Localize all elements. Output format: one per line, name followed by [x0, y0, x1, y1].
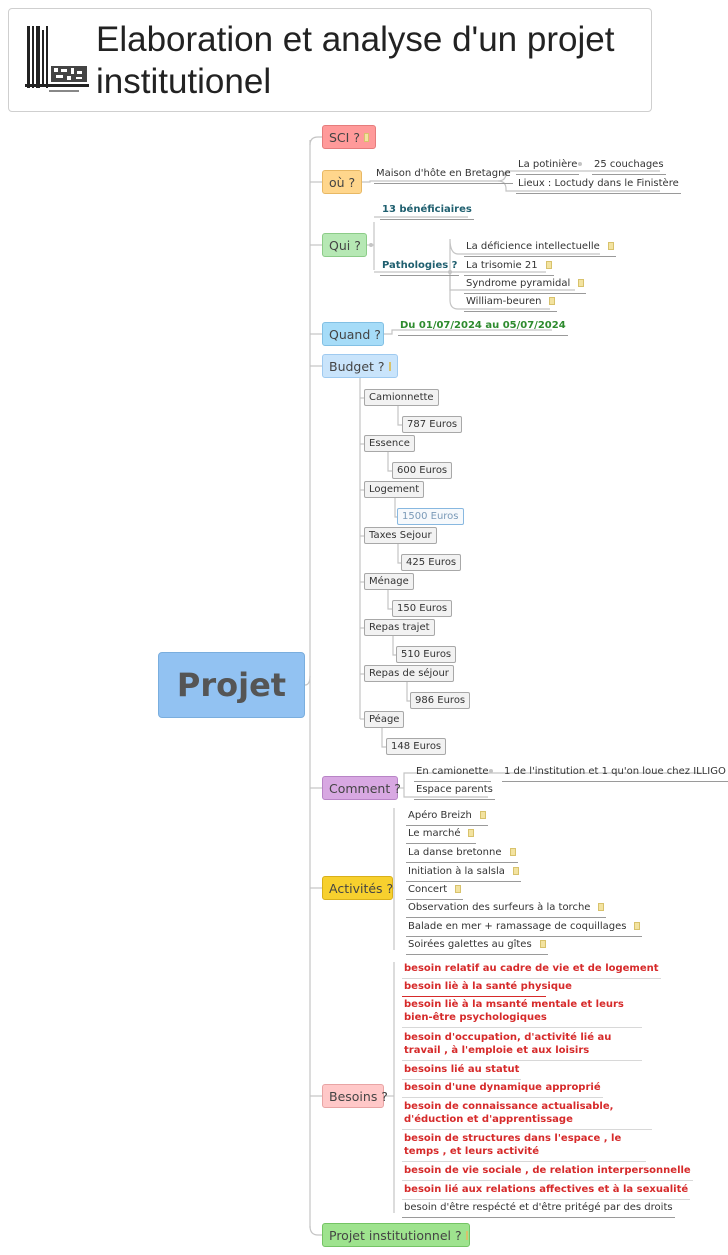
note-icon[interactable]	[468, 829, 475, 837]
besoin-item[interactable]: besoin relatif au cadre de vie et de log…	[402, 962, 661, 979]
besoin-item[interactable]: besoin lié aux relations affectives et à…	[402, 1183, 691, 1200]
note-icon[interactable]	[509, 848, 516, 856]
activite-item[interactable]: Concert	[406, 883, 464, 900]
activite-item[interactable]: Initiation à la salsla	[406, 865, 521, 882]
title-box: Elaboration et analyse d'un projet insti…	[8, 8, 652, 112]
note-icon[interactable]	[512, 867, 519, 875]
page-title: Elaboration et analyse d'un projet insti…	[96, 20, 615, 101]
ou-maison[interactable]: Maison d'hôte en Bretagne	[374, 167, 513, 184]
besoin-item[interactable]: besoin liè à la msanté mentale et leurs …	[402, 998, 642, 1028]
budget-item[interactable]: Repas de séjour	[364, 665, 454, 682]
central-topic[interactable]: Projet	[158, 652, 305, 718]
note-icon[interactable]	[598, 903, 605, 911]
branch-besoins[interactable]: Besoins ?	[322, 1084, 388, 1108]
budget-amount[interactable]: 150 Euros	[392, 600, 453, 617]
qui-pathologies[interactable]: Pathologies ?	[380, 259, 460, 276]
besoin-item[interactable]: besoin de structures dans l'espace , le …	[402, 1132, 646, 1162]
ou-potiniere[interactable]: La potinière	[516, 158, 580, 175]
ou-couchages[interactable]: 25 couchages	[592, 158, 666, 175]
budget-item[interactable]: Logement	[364, 481, 425, 498]
budget-item[interactable]: Taxes Sejour	[364, 527, 437, 544]
comment-espace-parents[interactable]: Espace parents	[414, 783, 495, 800]
activite-item[interactable]: Balade en mer + ramassage de coquillages	[406, 920, 643, 937]
note-icon[interactable]	[388, 361, 391, 371]
branch-ou-label: où ?	[329, 174, 356, 190]
budget-amount[interactable]: 1500 Euros	[397, 508, 464, 525]
activite-item[interactable]: Observation des surfeurs à la torche	[406, 901, 607, 918]
branch-budget-label: Budget ?	[329, 358, 385, 374]
besoin-item[interactable]: besoin liè à la santé physique	[402, 980, 572, 997]
budget-amount[interactable]: 600 Euros	[392, 462, 453, 479]
branch-activites[interactable]: Activités ?	[322, 876, 393, 900]
besoin-item[interactable]: besoin d'être respécté et d'être pritégé…	[402, 1201, 675, 1218]
branch-activites-label: Activités ?	[329, 880, 394, 896]
connector-lines	[304, 136, 702, 1236]
pathologie-item[interactable]: La trisomie 21	[464, 259, 554, 276]
budget-amount[interactable]: 787 Euros	[402, 416, 463, 433]
note-icon[interactable]	[455, 885, 462, 893]
note-icon[interactable]	[363, 132, 369, 142]
branch-qui-label: Qui ?	[329, 237, 361, 253]
branch-qui[interactable]: Qui ?	[322, 233, 367, 257]
activite-item[interactable]: Le marché	[406, 827, 477, 844]
pathologie-item[interactable]: Syndrome pyramidal	[464, 277, 587, 294]
branch-sci-label: SCI ?	[329, 129, 360, 145]
budget-item[interactable]: Essence	[364, 435, 415, 452]
besoin-item[interactable]: besoin d'une dynamique approprié	[402, 1081, 603, 1098]
budget-item[interactable]: Repas trajet	[364, 619, 435, 636]
branch-comment-label: Comment ?	[329, 780, 401, 796]
besoin-item[interactable]: besoin de vie sociale , de relation inte…	[402, 1164, 693, 1181]
note-icon[interactable]	[545, 261, 552, 269]
note-icon[interactable]	[465, 1230, 468, 1240]
branch-quand[interactable]: Quand ?	[322, 322, 384, 346]
qui-beneficiaires[interactable]: 13 bénéficiaires	[380, 203, 474, 220]
branch-besoins-label: Besoins ?	[329, 1088, 388, 1104]
institution-logo	[25, 26, 89, 92]
branch-sci[interactable]: SCI ?	[322, 125, 376, 149]
branch-projet-institutionnel-label: Projet institutionnel ?	[329, 1227, 462, 1243]
note-icon[interactable]	[634, 922, 641, 930]
budget-item[interactable]: Ménage	[364, 573, 414, 590]
budget-amount[interactable]: 148 Euros	[386, 738, 447, 755]
activite-item[interactable]: Soirées galettes au gîtes	[406, 938, 548, 955]
note-icon[interactable]	[479, 811, 486, 819]
besoin-item[interactable]: besoins lié au statut	[402, 1063, 522, 1080]
budget-item[interactable]: Péage	[364, 711, 405, 728]
note-icon[interactable]	[607, 242, 614, 250]
activite-item[interactable]: Apéro Breizh	[406, 809, 488, 826]
pathologie-item[interactable]: La déficience intellectuelle	[464, 240, 616, 257]
budget-item[interactable]: Camionnette	[364, 389, 439, 406]
besoin-item[interactable]: besoin d'occupation, d'activité lié au t…	[402, 1031, 642, 1061]
branch-quand-label: Quand ?	[329, 326, 381, 342]
pathologie-item[interactable]: William-beuren	[464, 295, 558, 312]
ou-lieux[interactable]: Lieux : Loctudy dans le Finistère	[516, 177, 681, 194]
budget-amount[interactable]: 425 Euros	[401, 554, 462, 571]
comment-detail[interactable]: 1 de l'institution et 1 qu'on loue chez …	[502, 765, 728, 782]
note-icon[interactable]	[549, 297, 556, 305]
note-icon[interactable]	[578, 279, 585, 287]
activite-item[interactable]: La danse bretonne	[406, 846, 518, 863]
quand-dates[interactable]: Du 01/07/2024 au 05/07/2024	[398, 319, 568, 336]
besoin-item[interactable]: besoin de connaissance actualisable, d'é…	[402, 1100, 652, 1130]
note-icon[interactable]	[539, 940, 546, 948]
budget-amount[interactable]: 510 Euros	[396, 646, 457, 663]
comment-camionette[interactable]: En camionette	[414, 765, 491, 782]
budget-amount[interactable]: 986 Euros	[410, 692, 471, 709]
branch-comment[interactable]: Comment ?	[322, 776, 401, 800]
branch-ou[interactable]: où ?	[322, 170, 362, 194]
branch-projet-institutionnel[interactable]: Projet institutionnel ?	[322, 1223, 470, 1247]
branch-budget[interactable]: Budget ?	[322, 354, 398, 378]
